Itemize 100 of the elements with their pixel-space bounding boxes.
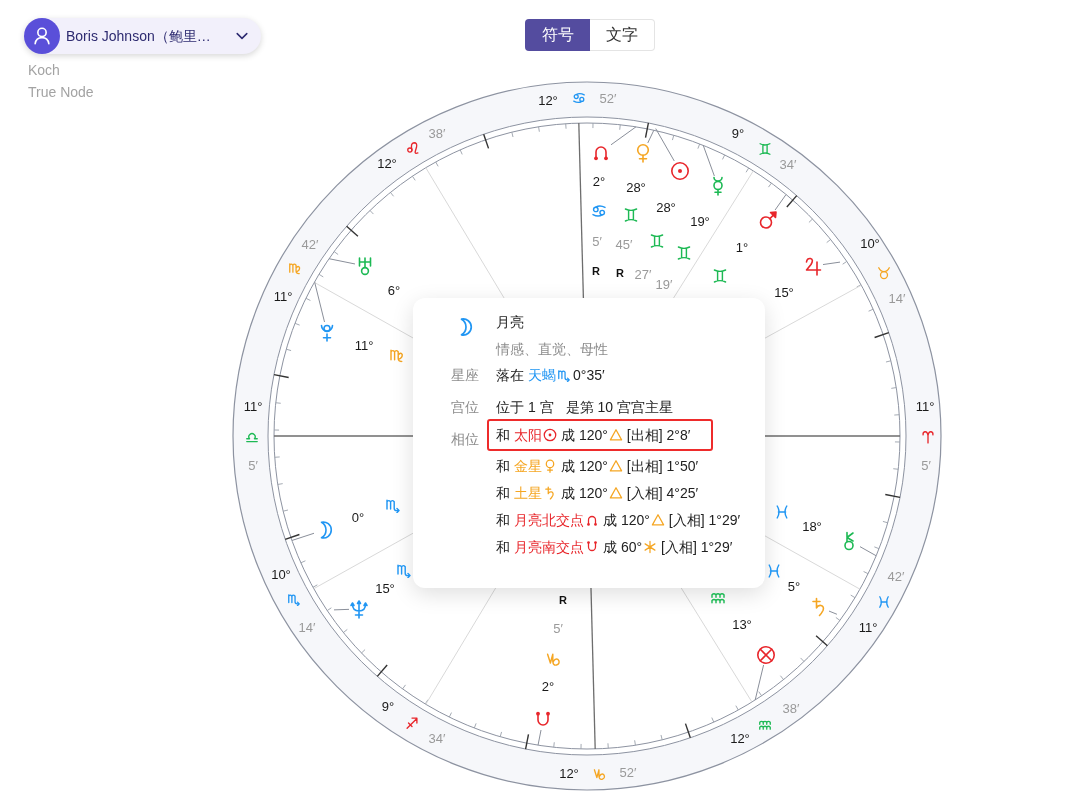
degree-label: 11°: [273, 289, 293, 303]
degree-label: 11°: [243, 399, 263, 413]
person-dropdown: Boris Johnson（鲍里…: [24, 18, 261, 54]
jupiter-glyph-icon: [803, 256, 823, 276]
planet-name: 土星: [514, 484, 542, 503]
row-label: 相位: [451, 430, 479, 449]
toggle-button: 符号: [525, 19, 590, 51]
degree-label: 19°: [690, 214, 710, 228]
sign-name: 天蝎: [528, 366, 556, 385]
minute-label: 38′: [782, 701, 800, 715]
minute-label: 5′: [592, 234, 602, 248]
degree-label: 11°: [354, 338, 374, 352]
setting-label: True Node: [28, 84, 94, 100]
degree-label: 12°: [559, 766, 579, 780]
planet-name: 月亮南交点: [514, 538, 584, 557]
minute-label: 52′: [599, 91, 617, 105]
leader-line: [291, 532, 315, 541]
aspect-angle: 成 60°: [603, 538, 643, 557]
circled-x-icon: [756, 645, 776, 665]
value-text: 落在: [496, 366, 524, 385]
row-label: 宫位: [451, 398, 479, 417]
house-text: 位于 1 宫: [496, 398, 554, 417]
keyword-text: 情感、直觉、母性: [496, 340, 608, 359]
minute-label: 14′: [888, 291, 906, 305]
retrograde-label: R: [592, 265, 600, 277]
degree-label: 15°: [375, 581, 395, 595]
leader-line: [859, 546, 877, 557]
minute-label: 5′: [921, 458, 931, 472]
minute-label: 52′: [619, 765, 637, 779]
minute-label: 5′: [248, 458, 258, 472]
degree-label: 0°: [351, 510, 365, 524]
aspect-angle: 成 120°: [603, 511, 650, 530]
leader-line: [822, 261, 841, 266]
neptune-glyph-icon: [349, 599, 369, 619]
minute-label: 34′: [779, 157, 797, 171]
leader-line: [828, 610, 838, 615]
leader-line: [537, 729, 542, 746]
planet-name: 月亮北交点: [514, 511, 584, 530]
degree-label: 28°: [626, 180, 646, 194]
degree-value: 0°35′: [573, 366, 605, 385]
minute-label: 34′: [428, 731, 446, 745]
leader-line: [774, 194, 787, 211]
degree-label: 6°: [387, 283, 401, 297]
leader-line: [702, 144, 715, 177]
aspect-angle: 成 120°: [561, 457, 608, 476]
aspect-orb: [出相] 1°50′: [626, 457, 699, 476]
degree-label: 12°: [730, 731, 750, 745]
degree-label: 11°: [915, 399, 935, 413]
planet-title: 月亮: [496, 313, 524, 332]
degree-label: 12°: [538, 93, 558, 107]
aspect-orb: [入相] 4°25′: [626, 484, 699, 503]
leader-line: [647, 129, 655, 144]
aspect-text: 和: [496, 457, 510, 476]
leader-line: [610, 126, 637, 146]
degree-label: 15°: [774, 285, 794, 299]
minute-label: 38′: [428, 126, 446, 140]
degree-label: 1°: [735, 240, 749, 254]
degree-label: 9°: [381, 699, 395, 713]
highlight-frame: [487, 419, 713, 451]
aspect-text: 和: [496, 426, 510, 445]
minute-label: 19′: [655, 277, 673, 291]
minute-label: 5′: [553, 621, 563, 635]
minute-label: 42′: [887, 569, 905, 583]
aspect-text: 和: [496, 511, 510, 530]
leader-line: [754, 664, 765, 701]
sun-glyph-icon: [670, 161, 690, 181]
aspect-orb: [入相] 1°29′: [668, 511, 741, 530]
degree-label: 10°: [860, 236, 880, 250]
toggle-button: 文字: [590, 19, 655, 51]
degree-label: 28°: [656, 200, 676, 214]
aspect-angle: 成 120°: [561, 484, 608, 503]
degree-label: 11°: [858, 620, 878, 634]
degree-label: 5°: [787, 579, 801, 593]
retrograde-label: R: [559, 594, 567, 606]
planet-name: 太阳: [514, 426, 542, 445]
minute-label: 14′: [298, 620, 316, 634]
row-label: 星座: [451, 366, 479, 385]
minute-label: 27′: [634, 267, 652, 281]
aspect-text: 和: [496, 484, 510, 503]
leader-line: [328, 258, 356, 265]
degree-label: 2°: [592, 174, 606, 188]
ruler-text: 是第 10 宫宫主星: [565, 398, 673, 417]
degree-label: 2°: [541, 679, 555, 693]
minute-label: 42′: [301, 237, 319, 251]
aspect-text: 和: [496, 538, 510, 557]
degree-label: 9°: [731, 126, 745, 140]
leader-line: [314, 281, 325, 323]
leader-line: [655, 128, 675, 162]
degree-label: 13°: [732, 617, 752, 631]
info-popup: [413, 298, 765, 588]
aspect-angle: 成 120°: [561, 426, 608, 445]
setting-label: Koch: [28, 62, 60, 78]
planet-name: 金星: [514, 457, 542, 476]
degree-label: 18°: [802, 519, 822, 533]
degree-label: 12°: [377, 156, 397, 170]
retrograde-label: R: [616, 267, 624, 279]
aspect-orb: [入相] 1°29′: [661, 538, 733, 557]
minute-label: 45′: [615, 237, 633, 251]
degree-label: 10°: [271, 567, 291, 581]
mars-glyph-icon: [758, 210, 778, 230]
